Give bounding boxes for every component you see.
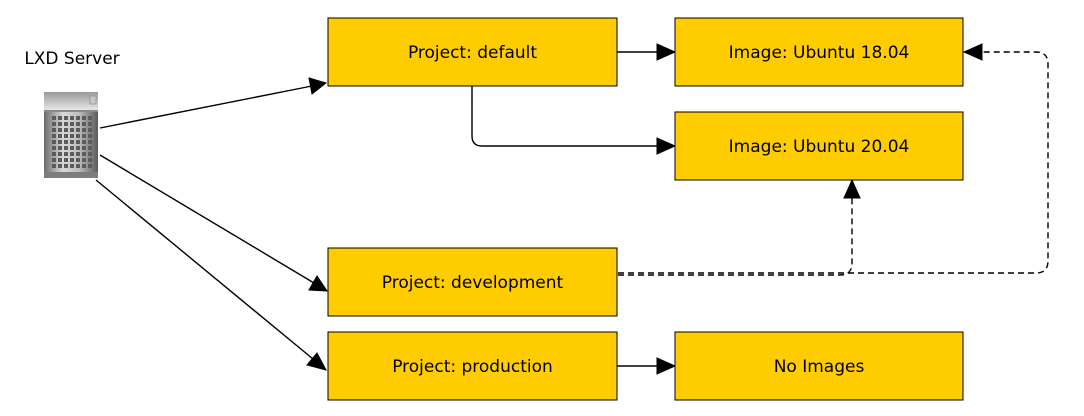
- arrow-development-ubuntu2004: [843, 178, 861, 199]
- server-window: [64, 158, 68, 162]
- arrow-server-development: [308, 275, 328, 292]
- server-window: [52, 146, 56, 150]
- server-window: [70, 128, 74, 132]
- server-window: [64, 128, 68, 132]
- server-window: [58, 122, 62, 126]
- server-window: [64, 164, 68, 168]
- server-window: [58, 128, 62, 132]
- server-window: [76, 116, 80, 120]
- arrow-production-noimages: [656, 357, 677, 375]
- node-project-development: Project: development: [327, 247, 618, 317]
- arrow-development-ubuntu1804: [962, 43, 983, 61]
- server-window: [82, 164, 86, 168]
- server-window: [82, 158, 86, 162]
- server-window: [58, 164, 62, 168]
- server-window: [58, 152, 62, 156]
- node-image-ubuntu-2004-label: Image: Ubuntu 20.04: [729, 137, 910, 157]
- server-window: [76, 146, 80, 150]
- server-window: [82, 134, 86, 138]
- server-window: [52, 164, 56, 168]
- server-window: [70, 140, 74, 144]
- server-window: [76, 128, 80, 132]
- node-project-default: Project: default: [327, 17, 618, 87]
- server-window: [82, 116, 86, 120]
- server-icon: [44, 92, 98, 178]
- server-window: [52, 158, 56, 162]
- server-window: [88, 128, 92, 132]
- edge-server-production: [95, 179, 314, 360]
- server-window: [82, 146, 86, 150]
- edge-development-ubuntu2004: [618, 197, 853, 276]
- node-no-images: No Images: [674, 331, 964, 401]
- node-project-production: Project: production: [327, 331, 618, 401]
- server-window: [88, 164, 92, 168]
- node-image-ubuntu-1804-label: Image: Ubuntu 18.04: [729, 43, 910, 63]
- server-window: [70, 164, 74, 168]
- server-window: [52, 140, 56, 144]
- server-window: [70, 122, 74, 126]
- node-image-ubuntu-2004: Image: Ubuntu 20.04: [674, 111, 964, 181]
- server-window: [76, 134, 80, 138]
- server-window: [82, 152, 86, 156]
- arrow-default-ubuntu2004: [656, 137, 677, 155]
- server-window: [52, 134, 56, 138]
- node-project-default-label: Project: default: [408, 43, 537, 63]
- server-window: [76, 164, 80, 168]
- edge-server-default: [99, 85, 313, 129]
- server-window: [82, 122, 86, 126]
- arrow-server-default: [308, 77, 328, 95]
- server-window: [70, 116, 74, 120]
- node-project-production-label: Project: production: [392, 357, 553, 377]
- edge-default-ubuntu2004: [471, 86, 658, 147]
- server-window: [88, 134, 92, 138]
- server-window: [64, 140, 68, 144]
- server-window: [76, 122, 80, 126]
- server-window: [70, 146, 74, 150]
- arrow-server-production: [306, 352, 327, 371]
- server-window: [52, 116, 56, 120]
- server-window: [70, 134, 74, 138]
- server-window: [64, 152, 68, 156]
- server-window: [88, 122, 92, 126]
- server-window: [70, 158, 74, 162]
- server-window: [76, 140, 80, 144]
- server-window: [64, 122, 68, 126]
- arrow-default-ubuntu1804: [656, 43, 677, 61]
- server-window: [52, 122, 56, 126]
- server-label: LXD Server: [24, 49, 119, 69]
- server-window: [70, 152, 74, 156]
- server-window: [88, 140, 92, 144]
- server-window: [88, 146, 92, 150]
- server-window: [88, 116, 92, 120]
- edge-server-development: [99, 154, 315, 284]
- server-window: [58, 140, 62, 144]
- server-window: [88, 152, 92, 156]
- server-window: [82, 128, 86, 132]
- server-window: [58, 158, 62, 162]
- server-window: [76, 158, 80, 162]
- server-window: [64, 146, 68, 150]
- server-window: [64, 116, 68, 120]
- node-image-ubuntu-1804: Image: Ubuntu 18.04: [674, 17, 964, 87]
- server-window: [52, 128, 56, 132]
- server-window: [58, 146, 62, 150]
- node-no-images-label: No Images: [774, 357, 865, 377]
- server-window: [64, 134, 68, 138]
- server-window: [76, 152, 80, 156]
- server-window: [88, 158, 92, 162]
- edge-development-ubuntu1804: [618, 51, 1049, 274]
- server-window: [58, 116, 62, 120]
- node-project-development-label: Project: development: [382, 273, 564, 293]
- server-window: [52, 152, 56, 156]
- server-window: [58, 134, 62, 138]
- server-window: [82, 140, 86, 144]
